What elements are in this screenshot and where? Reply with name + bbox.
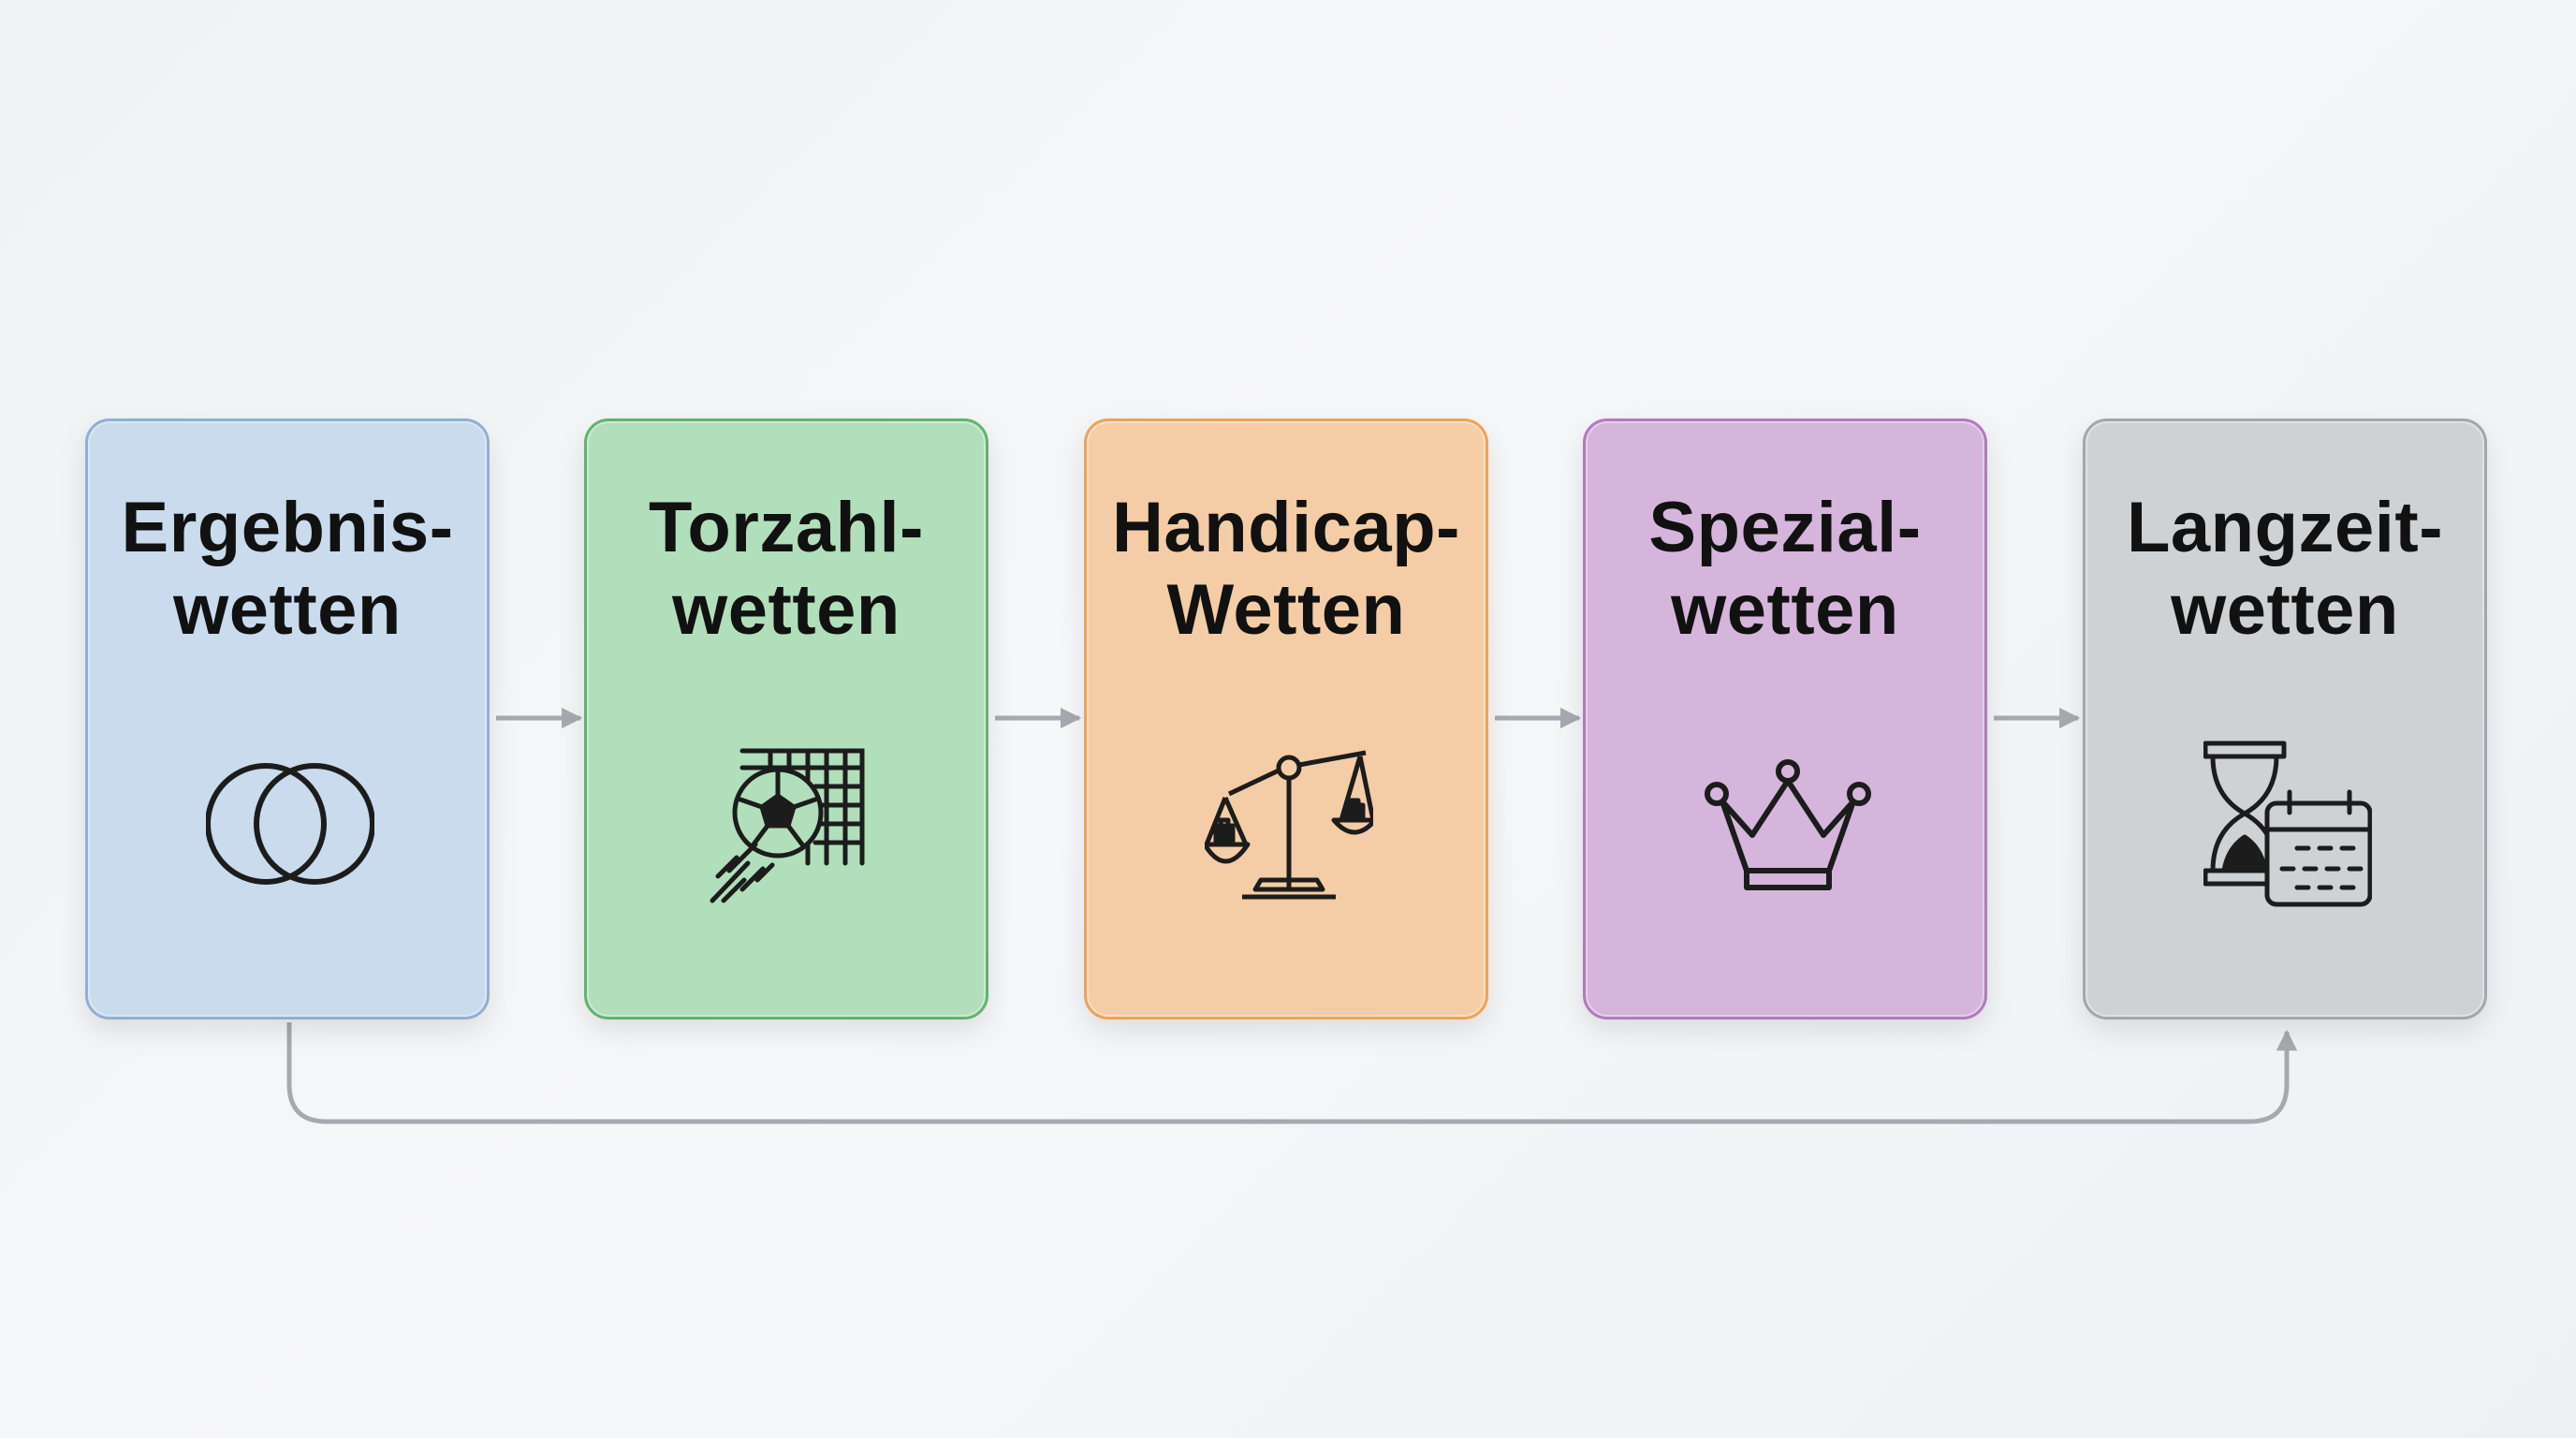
card-torzahlwetten: Torzahl- wetten [584, 418, 988, 1020]
hourglass-calendar-icon [2203, 740, 2372, 908]
venn-circles-icon [206, 740, 374, 908]
crown-icon [1704, 740, 1872, 908]
arrow-1-to-5-loop [286, 1022, 2298, 1124]
card-title: Handicap- Wetten [1112, 488, 1460, 650]
card-title: Spezial- wetten [1648, 488, 1922, 650]
card-title: Langzeit- wetten [2126, 488, 2444, 650]
card-title: Ergebnis- wetten [121, 488, 454, 650]
card-handicap-wetten: Handicap- Wetten [1084, 418, 1488, 1020]
card-ergebniswetten: Ergebnis- wetten [85, 418, 490, 1020]
card-spezialwetten: Spezial- wetten [1583, 418, 1987, 1020]
card-langzeitwetten: Langzeit- wetten [2083, 418, 2487, 1020]
soccer-ball-goal-icon [705, 740, 873, 908]
balance-scale-icon [1205, 740, 1373, 908]
card-title: Torzahl- wetten [649, 488, 924, 650]
